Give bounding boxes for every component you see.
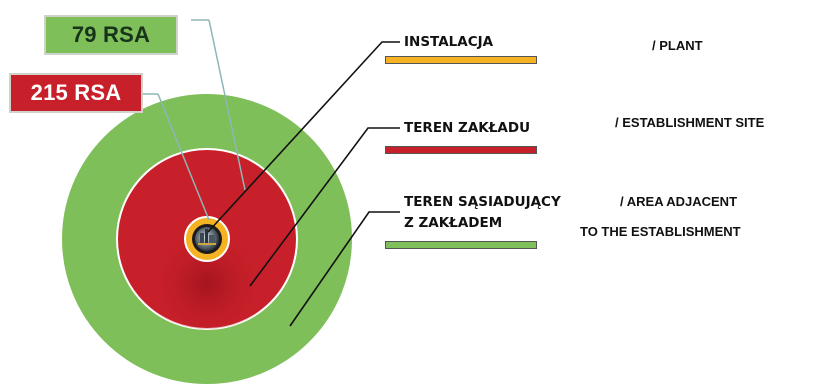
leader-line-site [249, 127, 400, 287]
legend-adjacent-en-label-line2: TO THE ESTABLISHMENT [580, 224, 741, 239]
legend-plant-pl-label: INSTALACJA [404, 34, 494, 50]
legend-adjacent-en-label: / AREA ADJACENT [620, 194, 738, 209]
leader-line-plant [207, 41, 400, 233]
badge-leader-79-diag [208, 19, 246, 191]
legend-site-swatch [385, 146, 537, 154]
outer-zone-badge: 79 RSA [44, 15, 178, 55]
legend-plant-en-label: / PLANT [652, 38, 703, 53]
legend-adjacent-swatch [385, 241, 537, 249]
leader-line-adjacent [289, 211, 400, 327]
legend-plant-swatch [385, 56, 537, 64]
legend-adjacent-pl-label-line2: Z ZAKŁADEM [404, 215, 503, 231]
industrial-plant-photo-icon [195, 227, 219, 251]
legend-adjacent-pl-label: TEREN SĄSIADUJĄCY [404, 194, 561, 210]
legend-site-pl-label: TEREN ZAKŁADU [404, 120, 531, 136]
site-zone-badge: 215 RSA [9, 73, 143, 113]
badge-leader-215-diag [157, 93, 210, 221]
legend-site-en-label: / ESTABLISHMENT SITE [615, 115, 765, 130]
